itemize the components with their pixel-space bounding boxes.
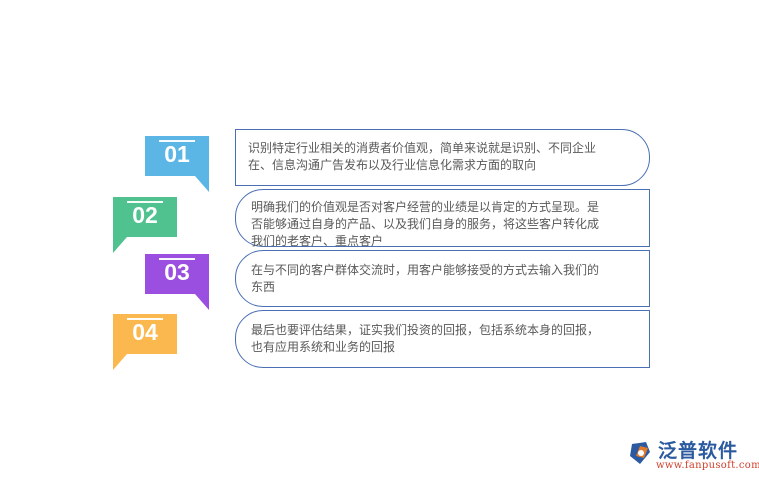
item-3-box — [235, 250, 650, 307]
item-2-box — [235, 189, 650, 247]
item-1-box — [235, 129, 650, 186]
item-2-text: 明确我们的价值观是否对客户经营的业绩是以肯定的方式呈现。是否能够通过自身的产品、… — [251, 200, 600, 248]
number-tag-02: 02 — [113, 197, 177, 253]
number-tag-03: 03 — [145, 254, 209, 310]
item-4-text: 最后也要评估结果，证实我们投资的回报，包括系统本身的回报，也有应用系统和业务的回… — [251, 323, 600, 354]
brand-logo: 泛普软件 www.fanpusoft.com — [626, 436, 759, 476]
item-4-box — [235, 310, 650, 368]
item-3-text: 在与不同的客户群体交流时，用客户能够接受的方式去输入我们的东西 — [251, 263, 600, 294]
item-1-text: 识别特定行业相关的消费者价值观，简单来说就是识别、不同企业在、信息沟通广告发布以… — [248, 141, 597, 172]
fanpu-logo-icon — [630, 442, 650, 464]
number-tag-04: 04 — [113, 314, 177, 370]
number-tag-01: 01 — [145, 136, 209, 192]
logo-url: www.fanpusoft.com — [656, 460, 759, 471]
logo-name: 泛普软件 — [658, 440, 739, 462]
